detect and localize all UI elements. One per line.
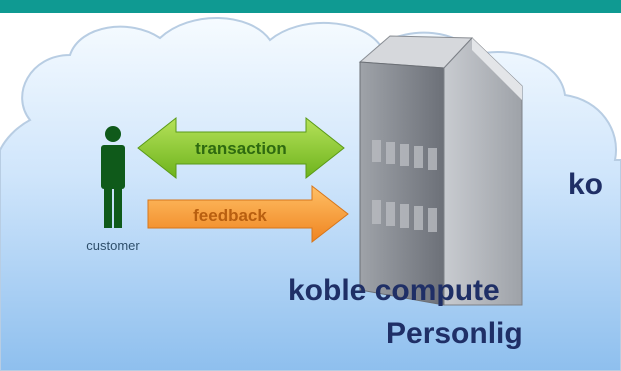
- customer-label: customer: [86, 238, 140, 253]
- feedback-arrow: feedback: [147, 184, 349, 244]
- transaction-label: transaction: [195, 139, 287, 158]
- cloud-shape: [0, 17, 621, 371]
- header-bar: [0, 0, 621, 13]
- transaction-arrow: transaction: [137, 116, 345, 180]
- text-line-3: Personlig: [386, 317, 523, 350]
- person-icon: [101, 126, 125, 228]
- text-line-2: koble compute: [288, 274, 500, 307]
- text-line-1: ko: [568, 168, 603, 201]
- server-building-icon: [358, 35, 523, 306]
- feedback-label: feedback: [193, 206, 267, 225]
